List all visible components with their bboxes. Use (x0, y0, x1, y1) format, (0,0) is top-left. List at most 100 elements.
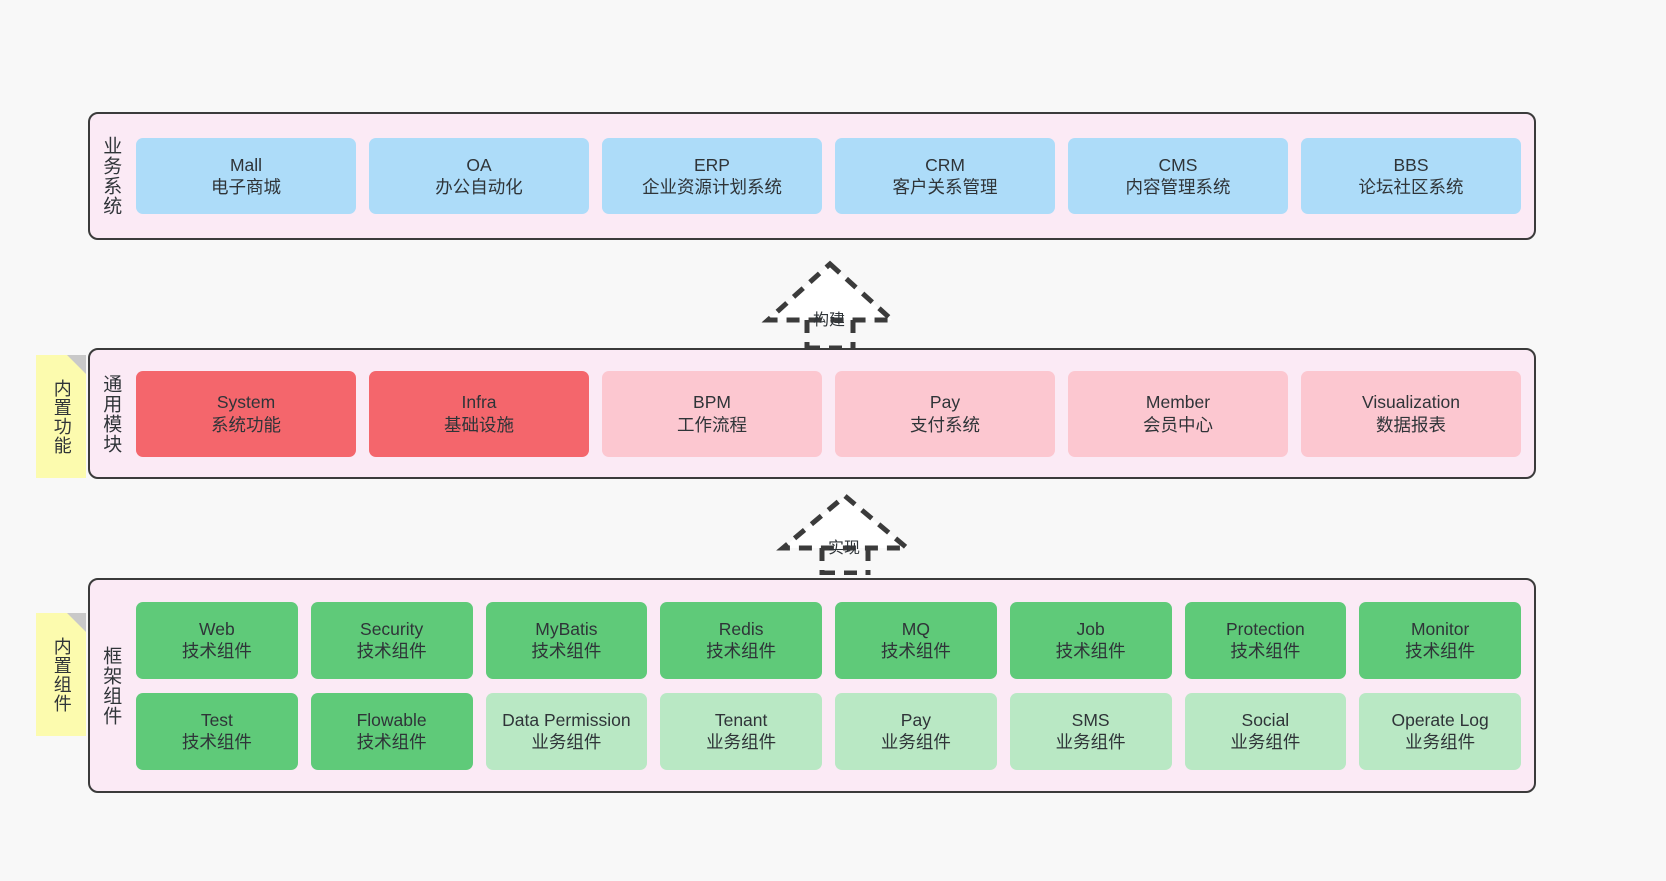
card-flowable-name: Flowable (356, 709, 427, 730)
card-mall-desc: 电子商城 (211, 177, 281, 197)
card-visualization-name: Visualization (1362, 392, 1460, 413)
card-infra-name: Infra (461, 392, 497, 413)
card-bpm[interactable]: BPM 工作流程 (602, 370, 822, 457)
card-job-name: Job (1076, 618, 1105, 639)
card-erp-desc: 企业资源计划系统 (642, 177, 782, 197)
card-pay-module-name: Pay (929, 392, 961, 413)
card-sms[interactable]: SMS 业务组件 (1009, 692, 1172, 770)
card-operate-log[interactable]: Operate Log 业务组件 (1359, 692, 1521, 770)
card-bbs[interactable]: BBS 论坛社区系统 (1301, 138, 1521, 214)
sticky-note-builtin-components: 内置组件 (36, 613, 86, 736)
sticky-fold-corner-icon (67, 613, 86, 632)
card-operate-log-desc: 业务组件 (1405, 732, 1476, 752)
card-member-name: Member (1145, 392, 1211, 413)
card-crm-name: CRM (925, 154, 965, 175)
card-test[interactable]: Test 技术组件 (136, 692, 298, 770)
card-operate-log-name: Operate Log (1391, 709, 1489, 730)
card-mybatis-name: MyBatis (535, 618, 598, 639)
arrow-implement: 实现 (770, 490, 920, 576)
card-pay-component[interactable]: Pay 业务组件 (835, 692, 997, 770)
common-modules-card-row: System 系统功能 Infra 基础设施 BPM 工作流程 Pay 支付系统… (130, 350, 1534, 477)
card-security-desc: 技术组件 (356, 641, 427, 661)
card-member-desc: 会员中心 (1143, 414, 1213, 435)
card-monitor[interactable]: Monitor 技术组件 (1359, 601, 1521, 679)
sticky-note-builtin-features: 内置功能 (36, 355, 86, 478)
card-cms-desc: 内容管理系统 (1125, 177, 1231, 197)
card-job[interactable]: Job 技术组件 (1009, 601, 1172, 679)
card-oa-desc: 办公自动化 (435, 177, 523, 197)
card-tenant-name: Tenant (714, 709, 768, 730)
arrow-implement-label: 实现 (828, 540, 861, 557)
card-protection[interactable]: Protection 技术组件 (1184, 601, 1347, 679)
card-pay-module-desc: 支付系统 (910, 414, 980, 435)
card-oa[interactable]: OA 办公自动化 (369, 138, 589, 214)
card-data-permission-name: Data Permission (502, 709, 631, 730)
layer-title-common-modules: 通用模块 (100, 373, 122, 454)
card-job-desc: 技术组件 (1055, 641, 1126, 661)
card-test-name: Test (200, 709, 233, 730)
sticky-fold-corner-icon (67, 355, 86, 374)
card-pay-component-name: Pay (900, 709, 931, 730)
card-redis-name: Redis (718, 618, 764, 639)
card-mybatis[interactable]: MyBatis 技术组件 (485, 601, 648, 679)
card-tenant[interactable]: Tenant 业务组件 (660, 692, 822, 770)
business-systems-card-row: Mall 电子商城 OA 办公自动化 ERP 企业资源计划系统 CRM 客户关系… (130, 114, 1534, 238)
card-member[interactable]: Member 会员中心 (1068, 370, 1288, 457)
card-bbs-desc: 论坛社区系统 (1358, 177, 1464, 197)
layer-title-framework-components: 框架组件 (100, 645, 122, 726)
card-system-desc: 系统功能 (211, 414, 281, 435)
card-mq-desc: 技术组件 (880, 641, 951, 661)
card-data-permission[interactable]: Data Permission 业务组件 (485, 692, 648, 770)
card-system[interactable]: System 系统功能 (136, 370, 356, 457)
card-data-permission-desc: 业务组件 (531, 732, 602, 752)
card-redis-desc: 技术组件 (706, 641, 777, 661)
layer-title-business-systems: 业务系统 (100, 136, 122, 216)
card-bpm-desc: 工作流程 (677, 414, 747, 435)
card-security[interactable]: Security 技术组件 (310, 601, 473, 679)
card-pay-component-desc: 业务组件 (880, 732, 951, 752)
card-crm-desc: 客户关系管理 (892, 177, 998, 197)
card-visualization-desc: 数据报表 (1376, 414, 1446, 435)
card-flowable-desc: 技术组件 (356, 732, 427, 752)
card-monitor-desc: 技术组件 (1405, 641, 1476, 661)
card-protection-name: Protection (1225, 618, 1305, 639)
card-cms[interactable]: CMS 内容管理系统 (1068, 138, 1288, 214)
card-flowable[interactable]: Flowable 技术组件 (310, 692, 473, 770)
card-crm[interactable]: CRM 客户关系管理 (835, 138, 1055, 214)
sticky-note-builtin-components-text: 内置组件 (51, 636, 72, 713)
card-mq[interactable]: MQ 技术组件 (835, 601, 997, 679)
card-web[interactable]: Web 技术组件 (136, 601, 298, 679)
card-infra[interactable]: Infra 基础设施 (369, 370, 589, 457)
arrow-build-glyph (761, 260, 899, 351)
card-mq-name: MQ (901, 618, 930, 639)
arrow-build-label: 构建 (813, 312, 846, 329)
layer-business-systems: 业务系统 Mall 电子商城 OA 办公自动化 ERP 企业资源计划系统 CRM… (88, 112, 1536, 240)
card-sms-desc: 业务组件 (1055, 732, 1126, 752)
card-cms-name: CMS (1158, 154, 1198, 175)
card-erp[interactable]: ERP 企业资源计划系统 (602, 138, 822, 214)
layer-framework-components: 框架组件 Web 技术组件 Security 技术组件 MyBatis 技术组件… (88, 578, 1536, 793)
framework-components-row-2: Test 技术组件 Flowable 技术组件 Data Permission … (136, 692, 1521, 770)
card-infra-desc: 基础设施 (444, 414, 514, 435)
card-redis[interactable]: Redis 技术组件 (660, 601, 822, 679)
card-web-name: Web (199, 618, 235, 639)
card-bpm-name: BPM (693, 392, 731, 413)
card-protection-desc: 技术组件 (1230, 641, 1301, 661)
card-security-name: Security (360, 618, 424, 639)
card-social[interactable]: Social 业务组件 (1184, 692, 1347, 770)
card-social-desc: 业务组件 (1230, 732, 1301, 752)
card-mall[interactable]: Mall 电子商城 (136, 138, 356, 214)
card-monitor-name: Monitor (1410, 618, 1470, 639)
framework-components-grid: Web 技术组件 Security 技术组件 MyBatis 技术组件 Redi… (130, 580, 1534, 791)
sticky-note-builtin-features-text: 内置功能 (51, 378, 72, 455)
card-visualization[interactable]: Visualization 数据报表 (1301, 370, 1521, 457)
card-pay-module[interactable]: Pay 支付系统 (835, 370, 1055, 457)
framework-components-row-1: Web 技术组件 Security 技术组件 MyBatis 技术组件 Redi… (136, 601, 1521, 679)
card-sms-name: SMS (1071, 709, 1110, 730)
card-mall-name: Mall (229, 154, 263, 175)
card-bbs-name: BBS (1393, 154, 1429, 175)
card-social-name: Social (1241, 709, 1290, 730)
card-erp-name: ERP (694, 154, 730, 175)
card-mybatis-desc: 技术组件 (531, 641, 602, 661)
